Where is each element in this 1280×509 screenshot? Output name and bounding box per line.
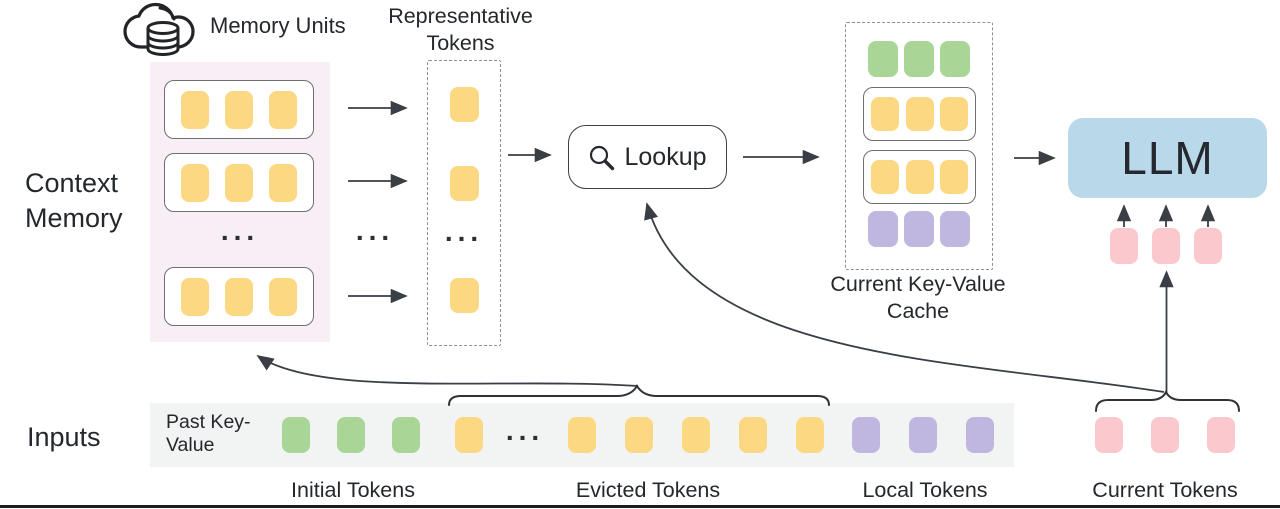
evicted-tokens-label: Evicted Tokens [575, 478, 721, 502]
cache-initial-token [940, 41, 970, 77]
cache-local-token [940, 211, 970, 247]
representative-ellipsis: ... [444, 216, 484, 247]
representative-tokens-box: ... [427, 60, 501, 346]
cache-memory-token [940, 160, 969, 194]
memory-token [269, 90, 297, 129]
local-token [852, 417, 880, 453]
search-icon [590, 145, 615, 170]
llm-label: LLM [1121, 132, 1214, 184]
representative-slot [428, 278, 500, 313]
representative-slot [428, 166, 500, 201]
local-token [909, 417, 937, 453]
evicted-token [568, 417, 596, 453]
llm-current-token [1152, 228, 1180, 264]
memory-ellipsis: ... [220, 215, 260, 246]
cache-initial-row [846, 41, 992, 77]
curve-evicted-tokens-to-context-memory [256, 354, 639, 387]
strip-ellipsis: ... [505, 415, 545, 446]
cache-memory-token [940, 97, 969, 131]
memory-token [181, 90, 209, 129]
cache-initial-token [904, 41, 934, 77]
memory-token [269, 277, 297, 316]
llm-box: LLM [1068, 118, 1267, 198]
representative-slot [428, 87, 500, 122]
cache-local-row [846, 211, 992, 247]
memory-unit-row [164, 80, 314, 139]
between-ellipsis: ... [355, 215, 395, 246]
initial-tokens-label: Initial Tokens [291, 478, 415, 502]
cache-memory-row [863, 87, 976, 141]
llm-current-token [1110, 228, 1138, 264]
initial-token [337, 417, 365, 453]
evicted-token [682, 417, 710, 453]
representative-token [449, 166, 479, 201]
llm-current-token [1194, 228, 1222, 264]
initial-tokens-group [282, 417, 420, 453]
cache-memory-token [905, 160, 934, 194]
representative-tokens-label: Representative Tokens [388, 4, 533, 55]
evicted-tokens-group [568, 417, 824, 453]
local-tokens-label: Local Tokens [862, 478, 988, 502]
memory-token [225, 90, 253, 129]
evicted-token [796, 417, 824, 453]
memory-units-label: Memory Units [210, 13, 346, 38]
evicted-token [739, 417, 767, 453]
memory-token [181, 163, 209, 202]
cache-memory-token [870, 97, 899, 131]
cache-memory-token [870, 160, 899, 194]
current-tokens-group [1095, 417, 1235, 453]
representative-token [449, 87, 479, 122]
initial-token [392, 417, 420, 453]
local-tokens-group [852, 417, 994, 453]
memory-token [269, 163, 297, 202]
llm-current-token-row [1110, 228, 1222, 264]
memory-token [181, 277, 209, 316]
lookup-label: Lookup [624, 142, 707, 171]
current-token [1151, 417, 1179, 453]
figure-bottom-rule [0, 505, 1280, 508]
local-token [966, 417, 994, 453]
cloud-database-icon [123, 2, 195, 57]
cache-initial-token [868, 41, 898, 77]
initial-token [282, 417, 310, 453]
current-token [1095, 417, 1123, 453]
cache-local-token [904, 211, 934, 247]
bracket-current-tokens [1095, 389, 1240, 412]
memory-token [225, 277, 253, 316]
current-token [1207, 417, 1235, 453]
memory-unit-row [164, 267, 314, 326]
evicted-token-head [455, 417, 483, 453]
evicted-token [455, 417, 483, 453]
past-key-value-label: Past Key-Value [166, 411, 251, 456]
current-tokens-label: Current Tokens [1092, 478, 1238, 502]
evicted-token [625, 417, 653, 453]
current-kv-cache-label: Current Key-Value Cache [830, 272, 1006, 323]
cache-memory-row [863, 150, 976, 204]
inputs-label: Inputs [27, 422, 101, 452]
cache-local-token [868, 211, 898, 247]
context-memory-label: Context Memory [25, 168, 123, 233]
memory-unit-row [164, 153, 314, 212]
cache-memory-token [905, 97, 934, 131]
memory-token [225, 163, 253, 202]
lookup-box: Lookup [568, 125, 727, 189]
representative-token [449, 278, 479, 313]
current-kv-cache-box [845, 22, 993, 270]
